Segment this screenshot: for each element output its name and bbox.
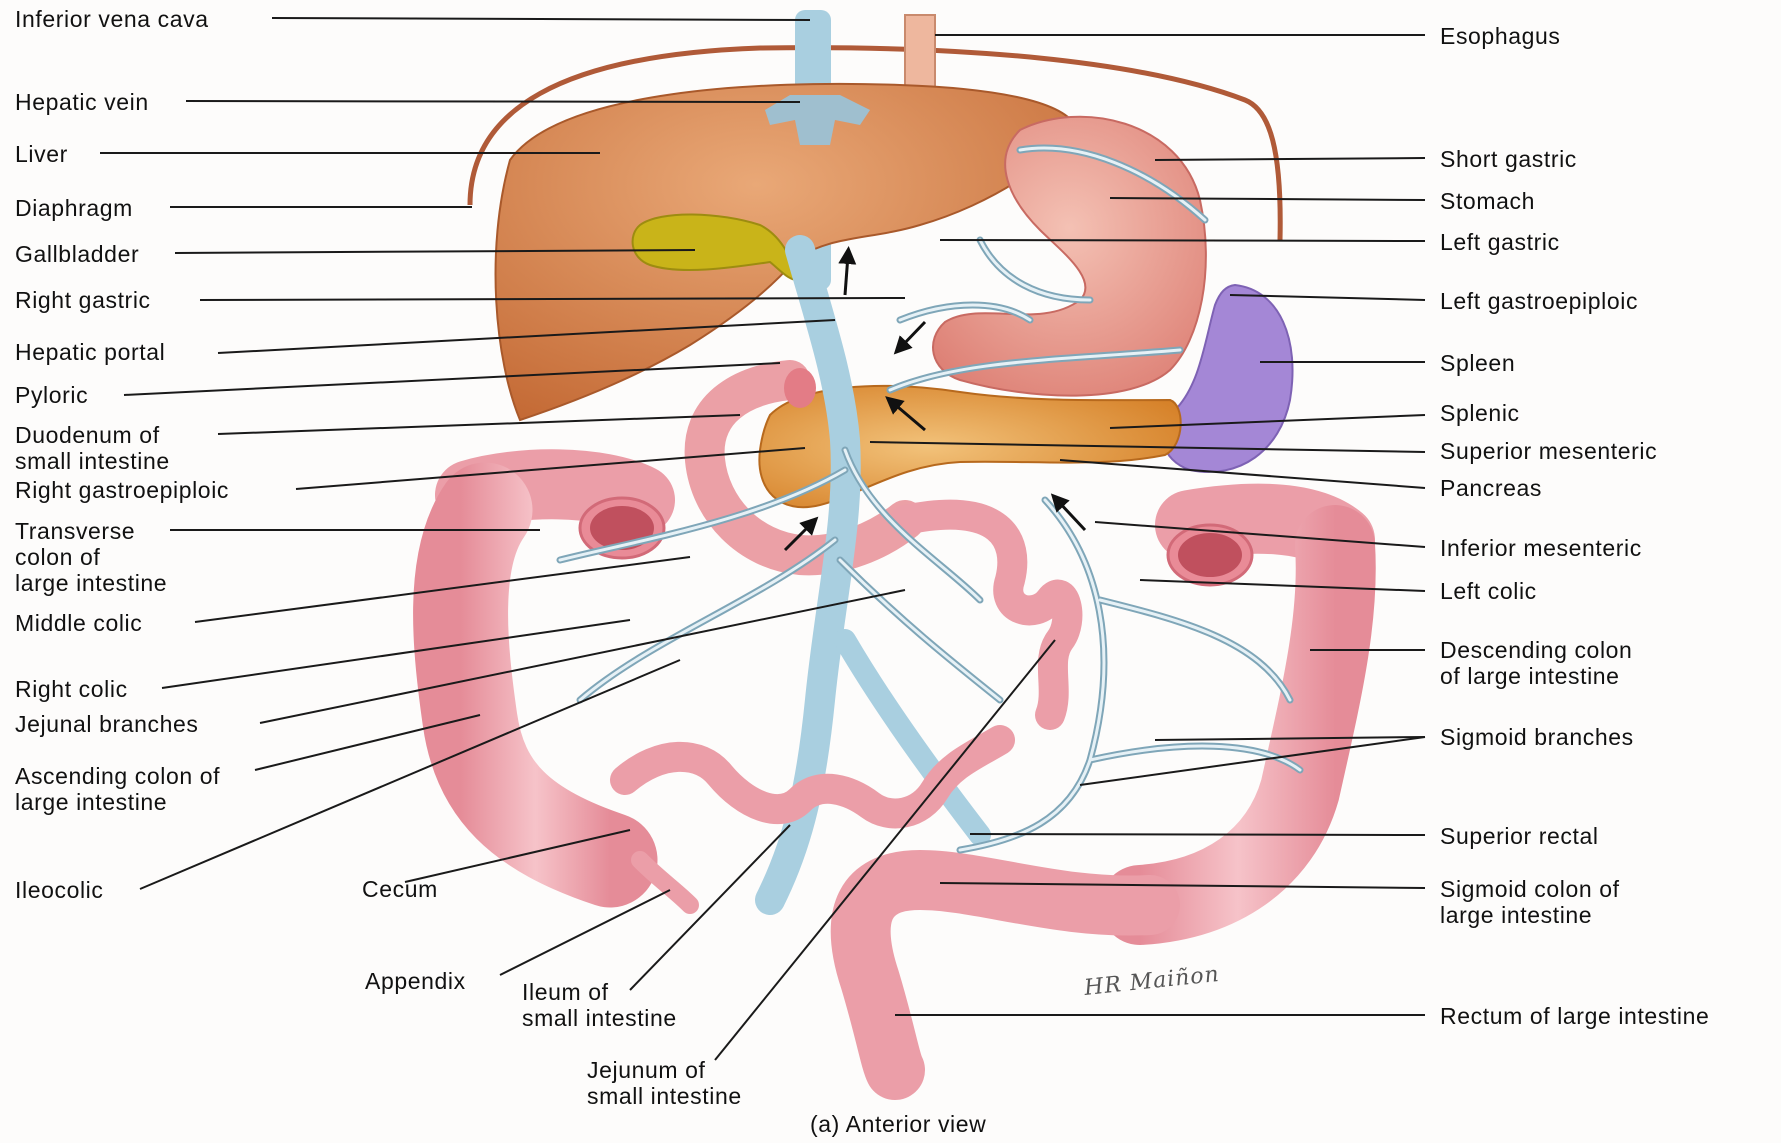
label-hepatic-vein: Hepatic vein	[15, 89, 149, 115]
figure-caption: (a) Anterior view	[810, 1111, 986, 1137]
label-right-gastric: Right gastric	[15, 287, 151, 313]
leader-line	[1140, 580, 1425, 591]
leader-line	[500, 890, 670, 975]
label-stomach: Stomach	[1440, 188, 1535, 214]
label-hepatic-portal: Hepatic portal	[15, 339, 165, 365]
label-splenic: Splenic	[1440, 400, 1520, 426]
label-ascending-colon: Ascending colon of large intestine	[15, 763, 227, 815]
label-duodenum: Duodenum of small intestine	[15, 422, 170, 474]
organ-illustration: HR Maiñon	[461, 10, 1340, 1070]
descending-colon-shape	[1140, 545, 1336, 905]
label-cecum: Cecum	[362, 876, 438, 902]
leader-line	[186, 101, 800, 102]
label-jejunal-branches: Jejunal branches	[15, 711, 199, 737]
label-ileocolic: Ileocolic	[15, 877, 104, 903]
label-diaphragm: Diaphragm	[15, 195, 133, 221]
leader-line	[1155, 158, 1425, 160]
label-left-gastric: Left gastric	[1440, 229, 1560, 255]
label-superior-rectal: Superior rectal	[1440, 823, 1599, 849]
artist-signature: HR Maiñon	[1082, 962, 1221, 1001]
label-pyloric: Pyloric	[15, 382, 88, 408]
label-jejunum: Jejunum of small intestine	[587, 1057, 742, 1109]
label-sigmoid-branches: Sigmoid branches	[1440, 724, 1634, 750]
label-gallbladder: Gallbladder	[15, 241, 139, 267]
label-inferior-vena-cava: Inferior vena cava	[15, 6, 209, 32]
label-left-gastroepiploic: Left gastroepiploic	[1440, 288, 1638, 314]
ascending-colon-shape	[461, 510, 610, 860]
label-right-colic: Right colic	[15, 676, 128, 702]
leader-line	[218, 415, 740, 434]
flow-arrow	[900, 322, 925, 348]
leader-line	[162, 620, 630, 688]
label-liver: Liver	[15, 141, 68, 167]
label-short-gastric: Short gastric	[1440, 146, 1577, 172]
label-sigmoid-colon: Sigmoid colon of large intestine	[1440, 876, 1627, 928]
leader-line	[124, 363, 780, 395]
label-middle-colic: Middle colic	[15, 610, 142, 636]
leader-line	[272, 18, 810, 20]
label-esophagus: Esophagus	[1440, 23, 1561, 49]
label-spleen: Spleen	[1440, 350, 1515, 376]
label-left-colic: Left colic	[1440, 578, 1537, 604]
label-ileum: Ileum of small intestine	[522, 979, 677, 1031]
label-pancreas: Pancreas	[1440, 475, 1542, 501]
label-appendix: Appendix	[365, 968, 466, 994]
label-right-gastroepiploic: Right gastroepiploic	[15, 477, 229, 503]
label-rectum: Rectum of large intestine	[1440, 1003, 1709, 1029]
leader-line	[1080, 737, 1425, 785]
leader-line	[970, 834, 1425, 835]
label-inferior-mesenteric: Inferior mesenteric	[1440, 535, 1642, 561]
flow-arrow	[845, 255, 848, 295]
label-transverse-colon: Transverse colon of large intestine	[15, 518, 167, 596]
label-descending-colon: Descending colon of large intestine	[1440, 637, 1639, 689]
label-superior-mesenteric: Superior mesenteric	[1440, 438, 1657, 464]
leader-line	[940, 240, 1425, 241]
